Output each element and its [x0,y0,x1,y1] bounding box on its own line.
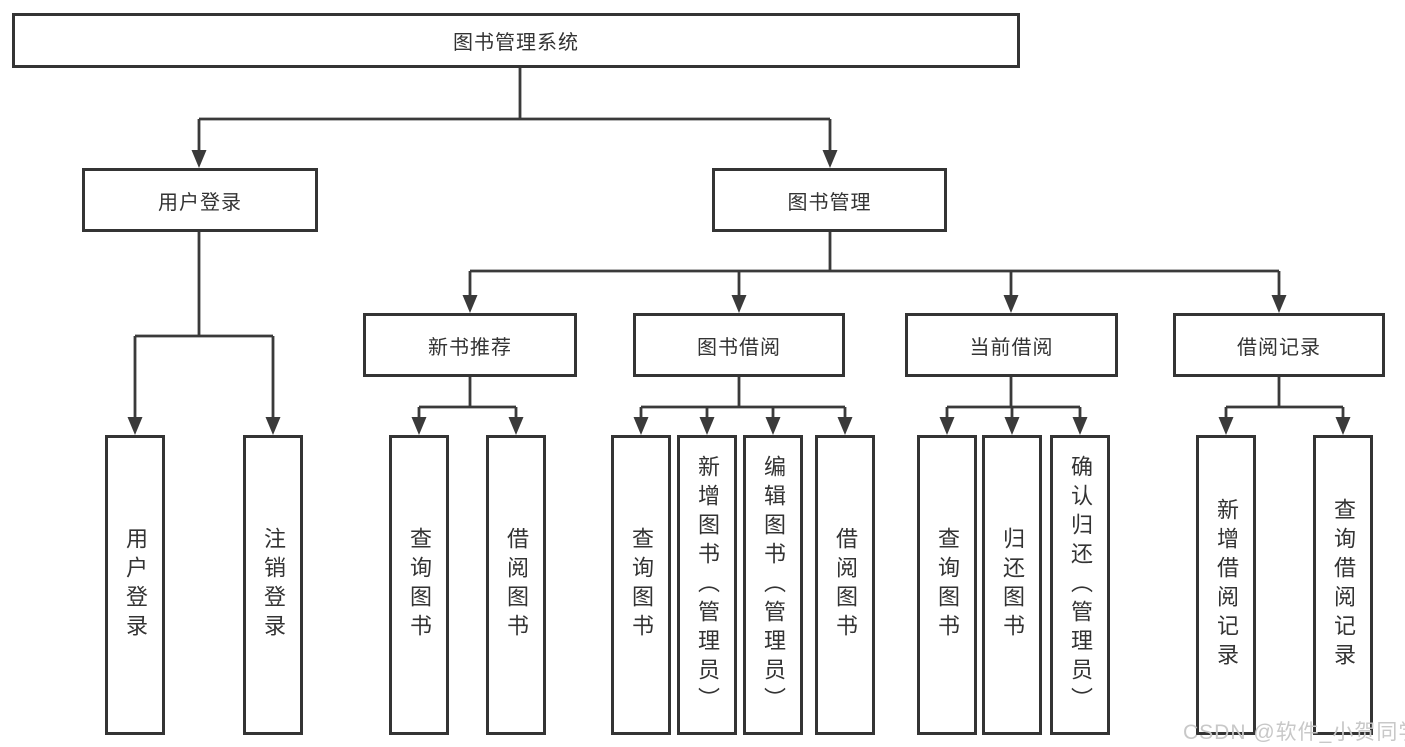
node-label: 查询图书 [407,527,432,643]
arrowhead-bb-borrow [837,417,853,435]
leaf-borrow-edit-books-admin: 编辑图书（管理员） [743,435,803,735]
node-label: 注销登录 [261,527,286,643]
arrowhead-borrow-records [1271,295,1287,313]
arrowhead-cb-confirm [1072,417,1088,435]
connector-book-borrow-children [639,377,847,418]
node-label: 用户登录 [158,191,242,214]
node-label: 图书管理 [787,191,872,214]
node-label: 新增图书（管理员） [695,454,720,716]
node-borrow-records: 借阅记录 [1173,313,1385,377]
leaf-borrow-query-books: 查询图书 [611,435,671,735]
node-user-login: 用户登录 [82,168,318,232]
arrowhead-nb-borrow [508,417,524,435]
connector-borrow-records-children [1224,377,1345,418]
arrowhead-leaf-logout [265,417,281,435]
leaf-newbook-query-books: 查询图书 [389,435,449,735]
node-label: 借阅记录 [1237,336,1321,359]
leaf-logout: 注销登录 [243,435,303,735]
arrowhead-book-management [822,150,838,168]
node-label: 借阅图书 [833,527,858,643]
node-label: 查询借阅记录 [1331,498,1356,672]
arrowhead-new-book-recommend [462,295,478,313]
arrowhead-cb-return [1004,417,1020,435]
leaf-newbook-borrow-books: 借阅图书 [486,435,546,735]
node-label: 查询图书 [935,527,960,643]
leaf-records-query-record: 查询借阅记录 [1313,435,1373,735]
node-label: 新书推荐 [428,336,512,359]
node-label: 归还图书 [1000,527,1025,643]
leaf-user-login: 用户登录 [105,435,165,735]
node-label: 编辑图书（管理员） [761,454,786,716]
leaf-current-query-books: 查询图书 [917,435,977,735]
connector-root-to-level2 [197,68,832,151]
arrowhead-current-borrow [1003,295,1019,313]
node-book-management: 图书管理 [712,168,947,232]
leaf-borrow-add-books-admin: 新增图书（管理员） [677,435,737,735]
leaf-current-confirm-return-admin: 确认归还（管理员） [1050,435,1110,735]
connector-new-book-children [417,377,518,418]
connector-user-login-children [133,232,275,418]
arrowhead-bb-add [699,417,715,435]
node-label: 确认归还（管理员） [1068,454,1093,716]
node-label: 借阅图书 [504,527,529,643]
connector-current-borrow-children [945,377,1082,418]
leaf-borrow-borrow-books: 借阅图书 [815,435,875,735]
arrowhead-br-add [1218,417,1234,435]
arrowhead-user-login [191,150,207,168]
node-label: 图书借阅 [697,336,781,359]
arrowhead-leaf-user-login [127,417,143,435]
connector-book-management-children [468,232,1281,296]
node-label: 新增借阅记录 [1214,498,1239,672]
node-library-management-system: 图书管理系统 [12,13,1020,68]
leaf-current-return-books: 归还图书 [982,435,1042,735]
node-current-borrow: 当前借阅 [905,313,1118,377]
leaf-records-add-record: 新增借阅记录 [1196,435,1256,735]
arrowhead-book-borrow [731,295,747,313]
node-new-book-recommend: 新书推荐 [363,313,577,377]
arrowhead-bb-edit [765,417,781,435]
node-label: 图书管理系统 [453,32,579,54]
csdn-watermark: CSDN @软件_小贺同学 [1183,721,1405,744]
arrowhead-cb-query [939,417,955,435]
node-label: 查询图书 [629,527,654,643]
arrowhead-bb-query [633,417,649,435]
arrowhead-br-query [1335,417,1351,435]
node-book-borrow: 图书借阅 [633,313,845,377]
arrowhead-nb-query [411,417,427,435]
node-label: 用户登录 [123,527,148,643]
node-label: 当前借阅 [969,336,1054,359]
